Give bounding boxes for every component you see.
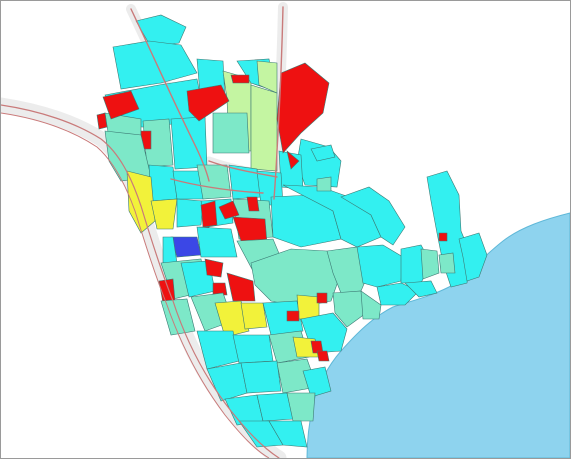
parcel-cyan[interactable] [302,366,332,398]
parcel-light-green[interactable] [250,84,278,172]
parcel-cyan[interactable] [262,300,304,336]
parcel-red[interactable] [186,84,230,122]
parcel-red[interactable] [286,150,300,170]
parcel-cyan[interactable] [426,170,472,288]
parcel-light-green[interactable] [256,60,278,94]
parcel-red[interactable] [218,200,240,220]
coastal-highway-inner-edge [1,112,270,458]
parcel-mint[interactable] [438,252,456,274]
parcel-red[interactable] [204,258,224,278]
parcel-yellow[interactable] [150,198,178,230]
parcel-yellow[interactable] [296,294,320,320]
parcel-red[interactable] [212,282,228,296]
parcel-cyan[interactable] [404,280,438,298]
parcel-cyan[interactable] [376,282,420,306]
parcel-red[interactable] [232,216,268,244]
parcel-mint[interactable] [316,176,332,192]
cross-road-middle [170,178,264,194]
parcel-red[interactable] [246,196,260,212]
parcel-cyan[interactable] [356,244,404,288]
parcel-cyan[interactable] [196,226,238,258]
parcel-red[interactable] [316,350,330,362]
parcel-cyan[interactable] [268,420,308,448]
parcel-mint[interactable] [332,290,370,328]
parcel-cyan[interactable] [232,334,274,364]
parcel-cyan[interactable] [458,232,488,282]
parcel-red[interactable] [96,112,108,130]
parcel-mint[interactable] [360,290,382,320]
parcel-yellow[interactable] [214,300,250,338]
parcel-cyan[interactable] [340,186,406,246]
parcel-red[interactable] [102,90,140,120]
parcel-cyan[interactable] [176,198,204,228]
parcel-red[interactable] [286,310,300,322]
north-road-west [130,8,210,182]
parcel-mint[interactable] [286,392,316,422]
road-layer [1,6,284,458]
coastal-highway [1,104,280,458]
cross-road-upper [208,160,278,178]
parcel-mint[interactable] [196,164,232,200]
parcel-yellow[interactable] [240,302,268,330]
parcel-red[interactable] [316,292,328,304]
parcel-mint[interactable] [212,112,250,154]
parcel-cyan[interactable] [112,40,198,90]
parcel-cyan[interactable] [240,360,282,394]
parcel-red[interactable] [230,74,250,84]
north-road-east [273,6,284,200]
parcel-layer[interactable] [96,14,488,448]
parcel-cyan[interactable] [310,144,336,162]
parcel-cyan[interactable] [148,164,178,202]
parcel-mint[interactable] [420,248,440,280]
parcel-mint[interactable] [250,248,342,308]
parcel-red[interactable] [200,200,218,228]
parcel-red[interactable] [226,272,256,302]
parcel-red[interactable] [438,232,448,242]
